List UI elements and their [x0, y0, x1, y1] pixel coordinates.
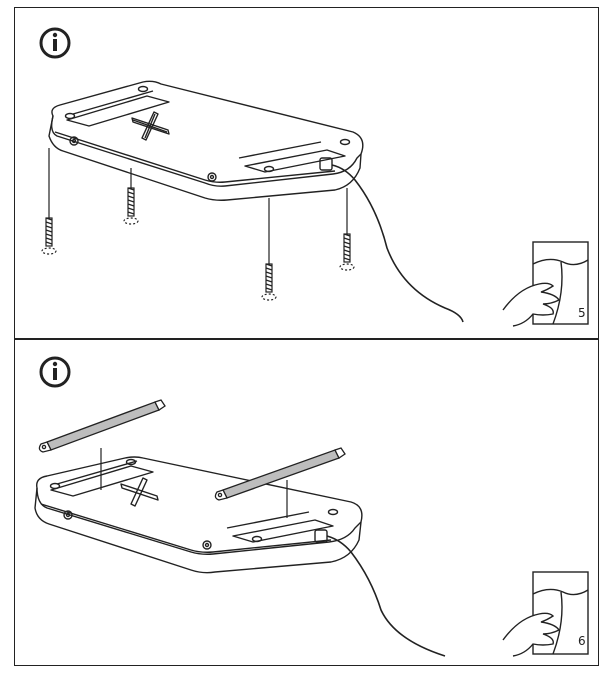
- screw-icon: [339, 233, 355, 271]
- screw-icons: [41, 187, 355, 301]
- info-circle-icon: [39, 356, 71, 388]
- screw-icon: [261, 263, 277, 301]
- power-cable: [326, 535, 446, 657]
- page-reference-number: 6: [578, 634, 586, 648]
- page-reference-number: 5: [578, 306, 586, 320]
- power-cable: [331, 164, 464, 323]
- instruction-panel-2: 6: [14, 339, 599, 666]
- adhesive-strip-right: [214, 447, 346, 501]
- charging-pad: [34, 456, 363, 574]
- adhesive-strip-left: [38, 399, 166, 453]
- assembly-illustration-strips: [34, 356, 589, 657]
- info-circle-icon: [39, 27, 71, 59]
- charging-pad-underside: [48, 80, 364, 201]
- instruction-panel-1: 5: [14, 7, 599, 339]
- assembly-illustration-screws: [39, 27, 589, 327]
- screws-group: [48, 148, 348, 264]
- hand-turning-page-icon: [502, 241, 589, 327]
- screw-icon: [41, 217, 57, 255]
- placement-guide-lines: [100, 448, 288, 518]
- hand-turning-page-icon: [502, 571, 589, 657]
- screw-icon: [123, 187, 139, 225]
